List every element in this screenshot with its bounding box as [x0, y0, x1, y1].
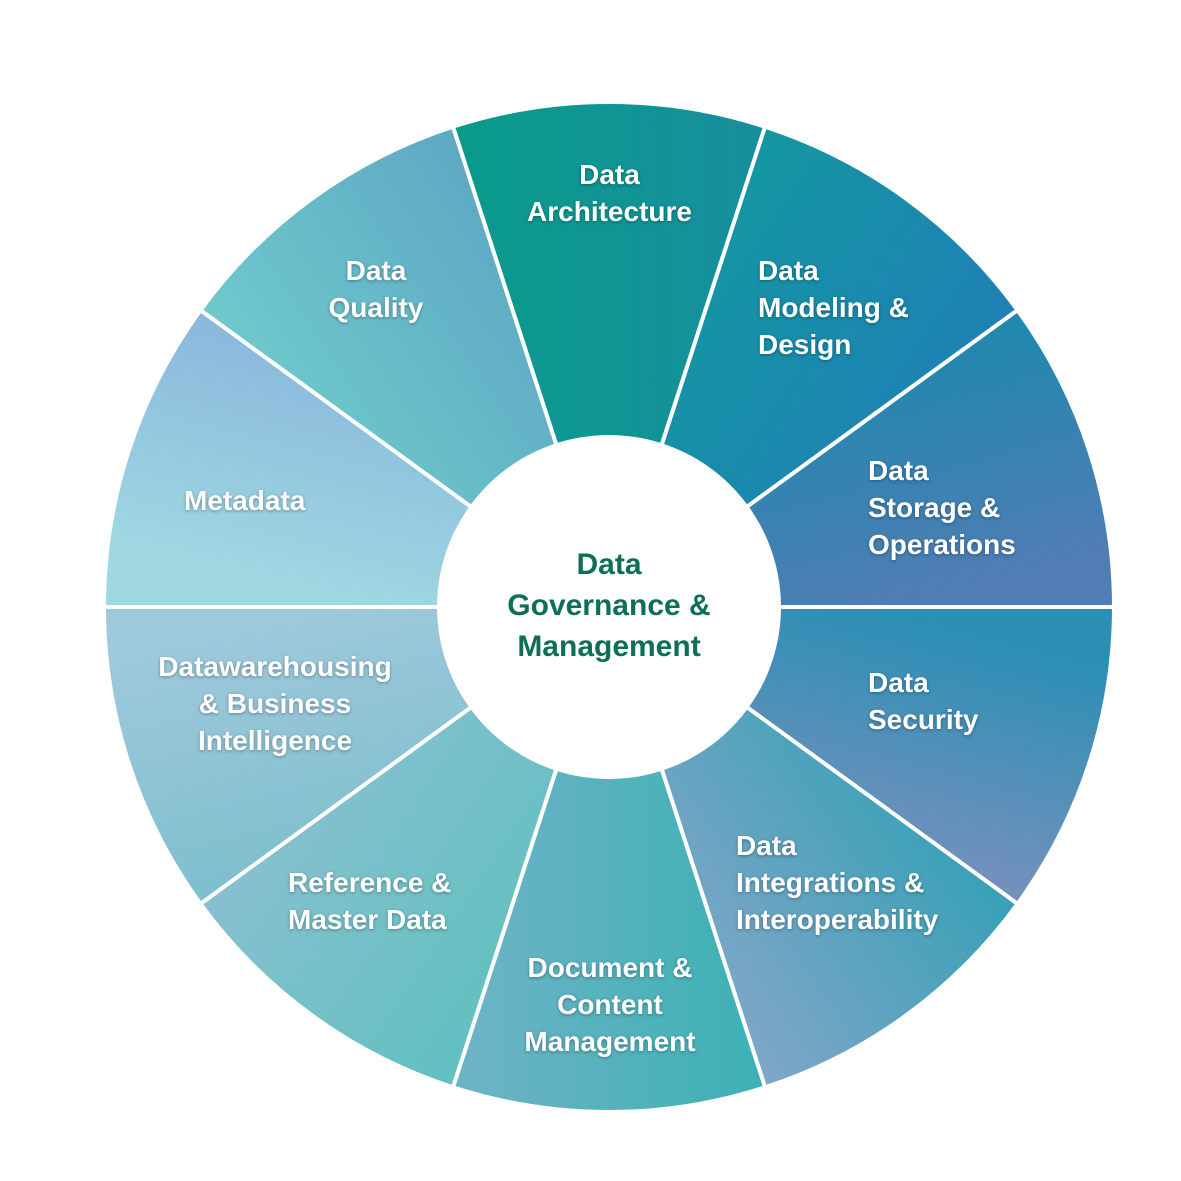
- label-line: Design: [758, 329, 852, 360]
- label-line: Datawarehousing: [158, 651, 392, 682]
- label-line: Data: [758, 255, 819, 286]
- label-line: Architecture: [527, 196, 692, 227]
- label-line: Reference &: [288, 867, 452, 898]
- label-line: Interoperability: [736, 904, 939, 935]
- center-circle: [437, 435, 781, 779]
- segment-label-reference-master-data: Reference & Master Data: [288, 864, 451, 938]
- center-title: Data Governance & Management: [437, 433, 781, 777]
- label-line: Content: [557, 989, 663, 1020]
- label-line: Data: [736, 830, 797, 861]
- label-line: Data: [868, 455, 929, 486]
- label-line: Data: [345, 255, 407, 286]
- segment-label-metadata: Metadata: [184, 482, 305, 519]
- label-line: Integrations &: [736, 867, 925, 898]
- label-line: Data: [868, 667, 929, 698]
- label-line: Document &: [527, 952, 693, 983]
- label-line: Quality: [328, 292, 424, 323]
- label-line: Operations: [868, 529, 1016, 560]
- center-line: Data: [576, 547, 642, 581]
- label-line: Data: [579, 159, 640, 190]
- label-line: Modeling &: [758, 292, 909, 323]
- label-line: Storage &: [868, 492, 1001, 523]
- label-line: Security: [868, 704, 979, 735]
- label-line: Master Data: [288, 904, 447, 935]
- label-line: Intelligence: [197, 725, 353, 756]
- label-line: Metadata: [184, 485, 306, 516]
- label-line: & Business: [198, 688, 352, 719]
- label-line: Management: [524, 1026, 696, 1057]
- center-line: Management: [517, 629, 701, 663]
- center-line: Governance &: [507, 588, 711, 622]
